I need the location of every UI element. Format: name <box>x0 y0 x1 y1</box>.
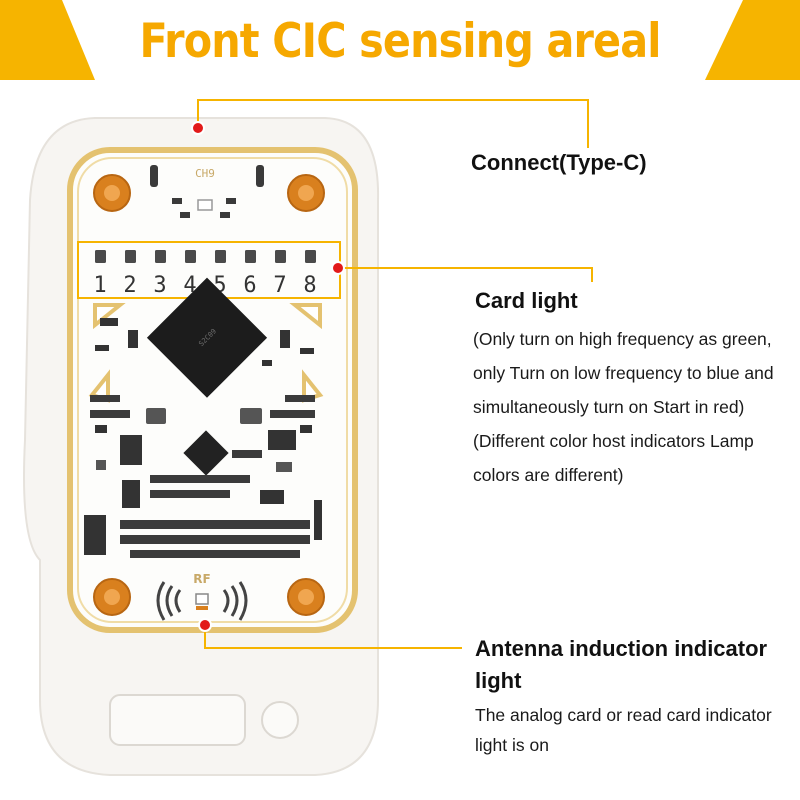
card-led-7 <box>275 250 286 263</box>
rf-indicator-led <box>195 593 209 605</box>
secondary-chip <box>183 430 229 476</box>
keyring-slot <box>109 694 246 746</box>
card-led-3 <box>155 250 166 263</box>
antenna-callout-title: Antenna induction indicator light <box>475 636 768 693</box>
card-led-number-7: 7 <box>273 273 286 298</box>
rf-waves-icon <box>156 581 248 621</box>
ch-label: CH9 <box>195 167 215 180</box>
card-led-2 <box>125 250 136 263</box>
callout-marker <box>191 121 345 632</box>
keyring-hole <box>261 701 299 739</box>
status-led-top <box>197 199 213 211</box>
card-led-5 <box>215 250 226 263</box>
card-led-number-3: 3 <box>153 273 166 298</box>
card-led-1 <box>95 250 106 263</box>
card-led-6 <box>245 250 256 263</box>
card-led-number-2: 2 <box>123 273 136 298</box>
connect-callout-title: Connect(Type-C) <box>471 150 647 175</box>
card-light-callout-description: (Only turn on high frequency as green, o… <box>473 329 774 485</box>
card-led-number-1: 1 <box>93 273 106 298</box>
antenna-callout-description: The analog card or read card indicator l… <box>475 705 772 755</box>
card-led-number-6: 6 <box>243 273 256 298</box>
page-title: Front CIC sensing areal <box>139 14 661 69</box>
card-led-4 <box>185 250 196 263</box>
main-chip <box>146 277 268 398</box>
card-led-number-8: 8 <box>303 273 316 298</box>
rf-label: RF <box>193 572 210 586</box>
mount-pad <box>93 174 325 616</box>
card-light-callout-title: Card light <box>475 288 578 313</box>
card-led-8 <box>305 250 316 263</box>
callout-leader-lines <box>197 99 593 649</box>
